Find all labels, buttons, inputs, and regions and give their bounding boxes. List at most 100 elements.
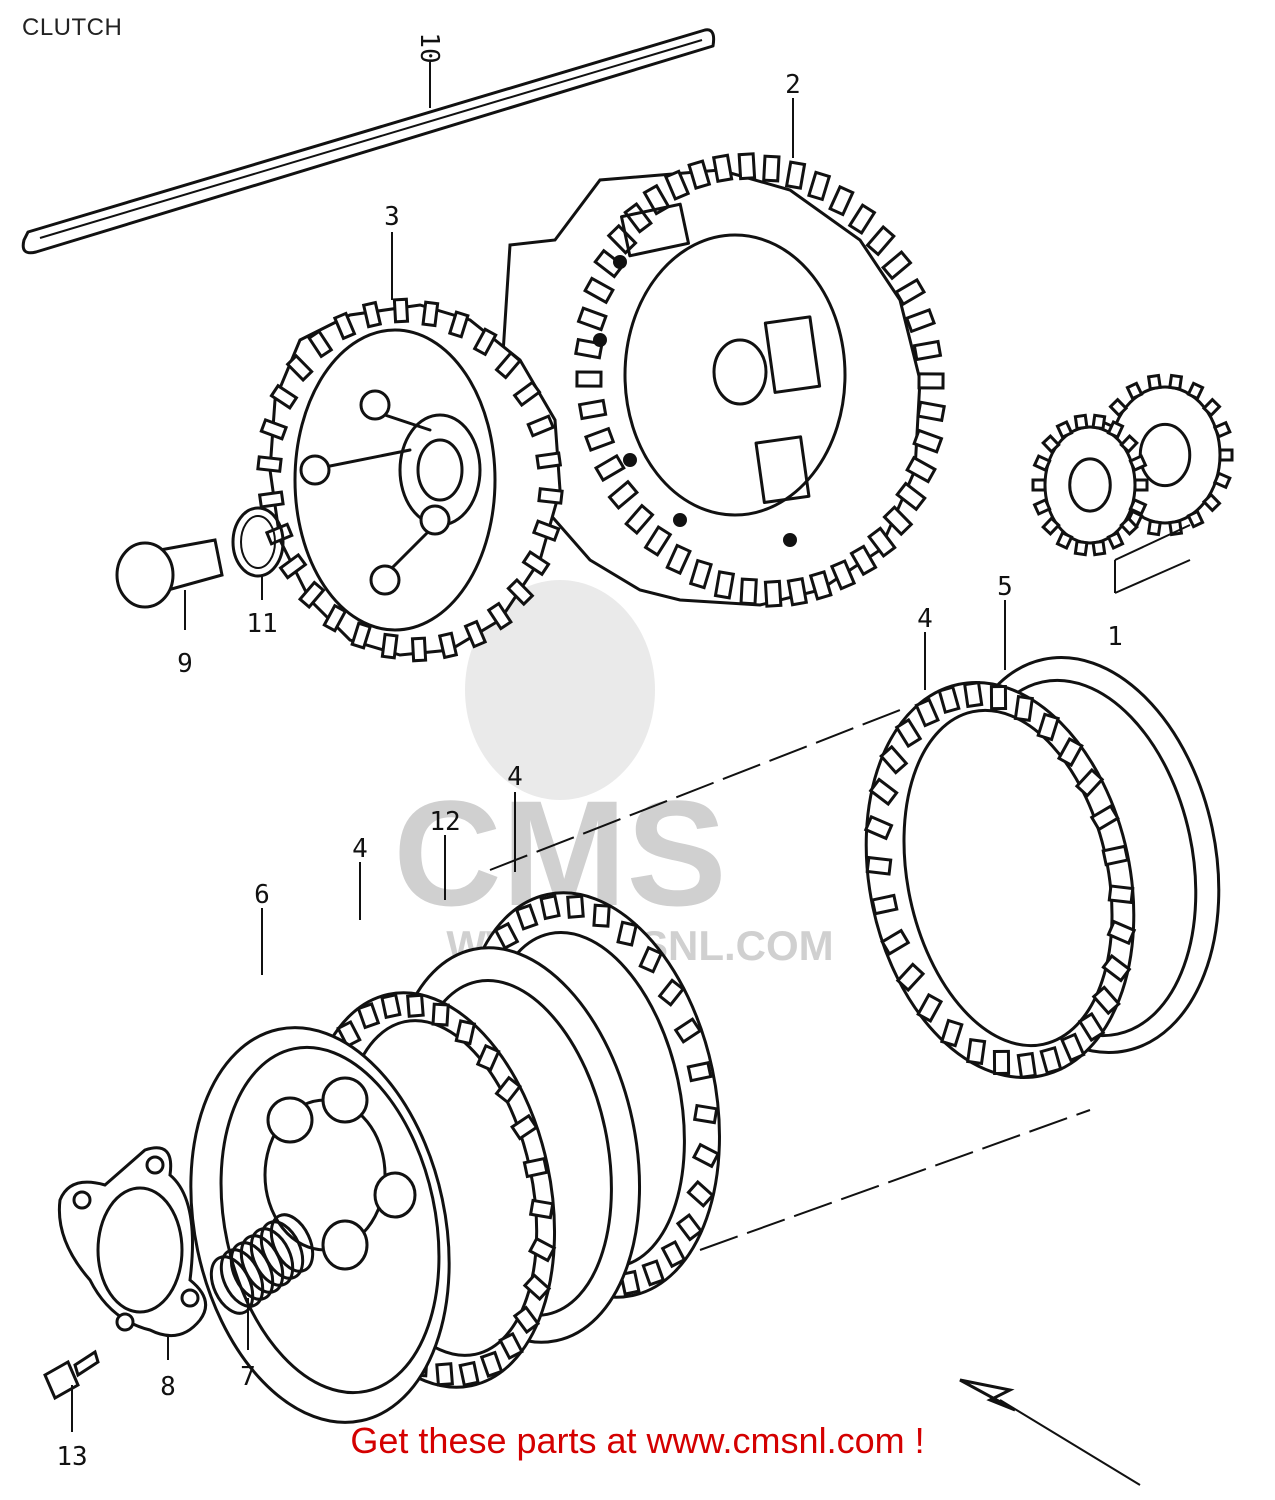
friction-pad bbox=[916, 992, 944, 1023]
friction-pad bbox=[1056, 737, 1084, 768]
gear-tooth bbox=[739, 577, 758, 606]
gear-tooth bbox=[1091, 539, 1107, 557]
gear-tooth bbox=[583, 426, 616, 453]
gear-tooth bbox=[623, 201, 653, 234]
friction-pad bbox=[475, 1043, 501, 1072]
part-clutch-outer bbox=[498, 152, 946, 608]
gear-tooth bbox=[904, 307, 937, 334]
part-circlip bbox=[231, 506, 285, 578]
spline-tooth bbox=[506, 577, 535, 607]
part-bolt bbox=[43, 1349, 100, 1401]
friction-pad bbox=[493, 921, 520, 951]
spline-tooth bbox=[307, 329, 334, 359]
gear-tooth bbox=[1186, 509, 1205, 529]
friction-pad bbox=[406, 993, 425, 1018]
gear-tooth bbox=[917, 372, 945, 390]
gear-tooth bbox=[1055, 530, 1074, 550]
gear-tooth bbox=[1133, 478, 1149, 492]
parts-callout-link[interactable]: Get these parts at www.cmsnl.com ! bbox=[350, 1420, 925, 1461]
friction-pad bbox=[692, 1103, 719, 1125]
gear-tooth bbox=[593, 453, 626, 483]
spline-tooth bbox=[392, 297, 410, 324]
friction-pad bbox=[510, 1113, 539, 1141]
gear-tooth bbox=[1073, 539, 1089, 557]
label-13: 13 bbox=[56, 1442, 87, 1472]
spring-coil bbox=[259, 1220, 305, 1280]
spline-tooth bbox=[257, 490, 285, 509]
gear-tooth bbox=[762, 154, 781, 183]
gear-tooth bbox=[916, 400, 946, 423]
friction-pad bbox=[657, 978, 686, 1007]
gear-tooth bbox=[1108, 397, 1129, 418]
label-6: 6 bbox=[254, 880, 270, 910]
friction-pad bbox=[686, 1179, 715, 1208]
spline-tooth bbox=[256, 455, 283, 473]
label-1: 1 bbox=[1107, 622, 1123, 652]
gear-tooth bbox=[1032, 497, 1052, 516]
gear-tooth bbox=[784, 160, 807, 190]
gear-tooth bbox=[1168, 373, 1184, 391]
friction-pad bbox=[479, 1350, 504, 1378]
friction-pad bbox=[1013, 694, 1035, 723]
label-4b: 4 bbox=[507, 762, 523, 792]
gear-tooth bbox=[1201, 397, 1222, 418]
gear-tooth bbox=[1119, 433, 1139, 454]
gear-tooth bbox=[663, 169, 691, 201]
friction-pad bbox=[962, 680, 984, 709]
label-4a: 4 bbox=[917, 604, 933, 634]
part-clutch-center bbox=[256, 297, 564, 663]
friction-pad bbox=[965, 1037, 987, 1066]
spline-tooth bbox=[437, 631, 459, 660]
spring-coil bbox=[269, 1213, 315, 1273]
friction-pad bbox=[870, 893, 899, 916]
part-lifter-piece bbox=[115, 538, 224, 609]
label-4c: 4 bbox=[352, 834, 368, 864]
friction-pad bbox=[868, 777, 899, 807]
part-pressure-plate bbox=[189, 1026, 451, 1424]
gear-tooth bbox=[1186, 381, 1205, 401]
gear-tooth bbox=[1125, 381, 1144, 401]
gear-tooth bbox=[847, 203, 877, 235]
gear-bore bbox=[1068, 457, 1112, 513]
gear-tooth bbox=[583, 276, 615, 305]
friction-pad bbox=[914, 697, 940, 728]
assembly-axis-lines bbox=[489, 709, 1141, 1486]
spline-tooth bbox=[285, 353, 314, 383]
spline-tooth bbox=[410, 636, 428, 663]
friction-pad bbox=[458, 1360, 480, 1387]
leader-lines bbox=[71, 62, 1191, 1432]
friction-pad bbox=[454, 1019, 477, 1046]
friction-pad bbox=[880, 928, 911, 956]
spline-tooth bbox=[361, 300, 383, 329]
spline-tooth bbox=[535, 451, 563, 470]
friction-pad bbox=[1106, 919, 1137, 946]
spline-tooth bbox=[531, 519, 561, 543]
friction-pad bbox=[1091, 985, 1121, 1016]
gear-tooth bbox=[882, 505, 914, 537]
spring-coil bbox=[249, 1227, 295, 1287]
spline-tooth bbox=[278, 552, 308, 580]
friction-pad bbox=[431, 1002, 450, 1027]
part-lifter-rod bbox=[21, 28, 716, 255]
gear-tooth bbox=[624, 503, 655, 536]
gear-tooth bbox=[912, 428, 944, 454]
friction-pad bbox=[638, 945, 664, 974]
gear-tooth bbox=[593, 248, 625, 279]
label-9: 9 bbox=[177, 649, 193, 679]
spline-tooth bbox=[494, 350, 523, 380]
friction-pad bbox=[894, 717, 923, 749]
gear-tooth bbox=[808, 570, 833, 601]
friction-pad bbox=[1039, 1045, 1063, 1075]
gear-tooth bbox=[1119, 516, 1139, 537]
gear-tooth bbox=[894, 277, 927, 307]
label-7: 7 bbox=[240, 1362, 256, 1392]
friction-pad bbox=[498, 1331, 524, 1361]
spline-tooth bbox=[537, 487, 564, 505]
spline-tooth bbox=[521, 550, 551, 577]
friction-pad bbox=[675, 1213, 704, 1242]
spline-tooth bbox=[512, 380, 542, 408]
gear-tooth bbox=[1212, 471, 1232, 490]
part-clutch-spring bbox=[209, 1213, 315, 1315]
friction-pad bbox=[1036, 712, 1061, 742]
